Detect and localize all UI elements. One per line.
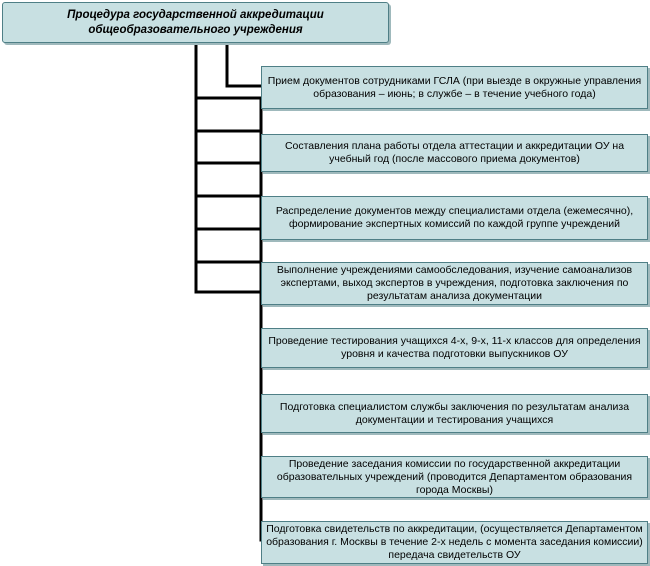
step-4-self-assessment: Выполнение учреждениями самообследования… <box>261 262 648 305</box>
step-1-document-intake: Прием документов сотрудниками ГСЛА (при … <box>261 66 648 109</box>
step-6-conclusion: Подготовка специалистом службы заключени… <box>261 394 648 433</box>
step-5-student-testing: Проведение тестирования учащихся 4-х, 9-… <box>261 328 648 368</box>
step-8-certificates: Подготовка свидетельств по аккредитации,… <box>261 521 648 564</box>
step-7-commission-meeting: Проведение заседания комиссии по государ… <box>261 456 648 498</box>
step-3-document-distribution: Распределение документов между специалис… <box>261 196 648 240</box>
diagram-title: Процедура государственной аккредитации о… <box>2 2 389 43</box>
step-2-work-plan: Составления плана работы отдела аттестац… <box>261 134 648 172</box>
